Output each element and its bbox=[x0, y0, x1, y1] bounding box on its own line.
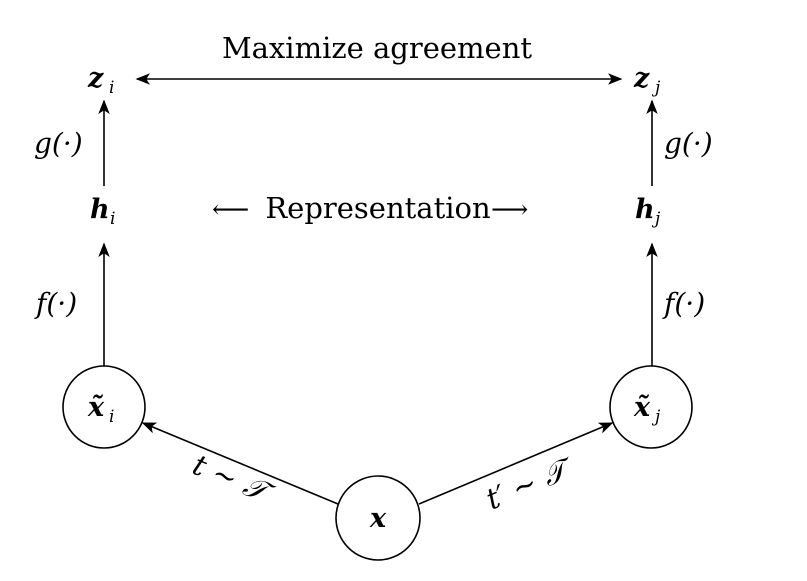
t-right-label: t′ ∼ 𝒯 bbox=[481, 450, 579, 517]
node-x-tilde-i: x̃ i bbox=[62, 365, 146, 449]
x-tilde-i-subscript: i bbox=[109, 407, 114, 427]
z-j-symbol: z bbox=[633, 63, 650, 94]
maximize-agreement-label: Maximize agreement bbox=[222, 31, 532, 65]
x-tilde-j-symbol: x̃ bbox=[633, 392, 651, 423]
z-i-symbol: z bbox=[87, 63, 104, 94]
x-tilde-j-circle bbox=[609, 365, 693, 449]
t-right-arrow bbox=[418, 422, 614, 505]
z-i-subscript: i bbox=[109, 78, 114, 98]
t-left-arrow bbox=[141, 422, 339, 505]
h-j-symbol: h bbox=[635, 194, 655, 225]
node-x-tilde-j: x̃ j bbox=[609, 365, 693, 449]
h-i-subscript: i bbox=[110, 209, 115, 229]
x-symbol: x bbox=[369, 503, 387, 534]
x-tilde-i-symbol: x̃ bbox=[87, 392, 105, 423]
h-i-symbol: h bbox=[90, 194, 110, 225]
x-tilde-i-circle bbox=[62, 365, 146, 449]
f-right-label: f(·) bbox=[662, 287, 705, 320]
node-z-i: z i bbox=[87, 63, 114, 98]
node-z-j: z j bbox=[633, 63, 661, 98]
node-h-i: h i bbox=[90, 194, 115, 229]
representation-left-arrow: ⟵ bbox=[212, 195, 249, 225]
t-left-label: t ∼ 𝒯 bbox=[188, 447, 280, 511]
h-j-subscript: j bbox=[651, 209, 661, 229]
z-j-subscript: j bbox=[651, 78, 661, 98]
g-right-label: g(·) bbox=[664, 127, 713, 160]
f-left-label: f(·) bbox=[34, 287, 77, 320]
representation-right-arrow: ⟶ bbox=[491, 195, 528, 225]
node-x: x bbox=[335, 475, 421, 561]
representation-label: Representation bbox=[265, 191, 490, 225]
x-tilde-j-subscript: j bbox=[651, 407, 661, 427]
x-circle bbox=[335, 475, 421, 561]
node-h-j: h j bbox=[635, 194, 661, 229]
g-left-label: g(·) bbox=[34, 127, 83, 160]
